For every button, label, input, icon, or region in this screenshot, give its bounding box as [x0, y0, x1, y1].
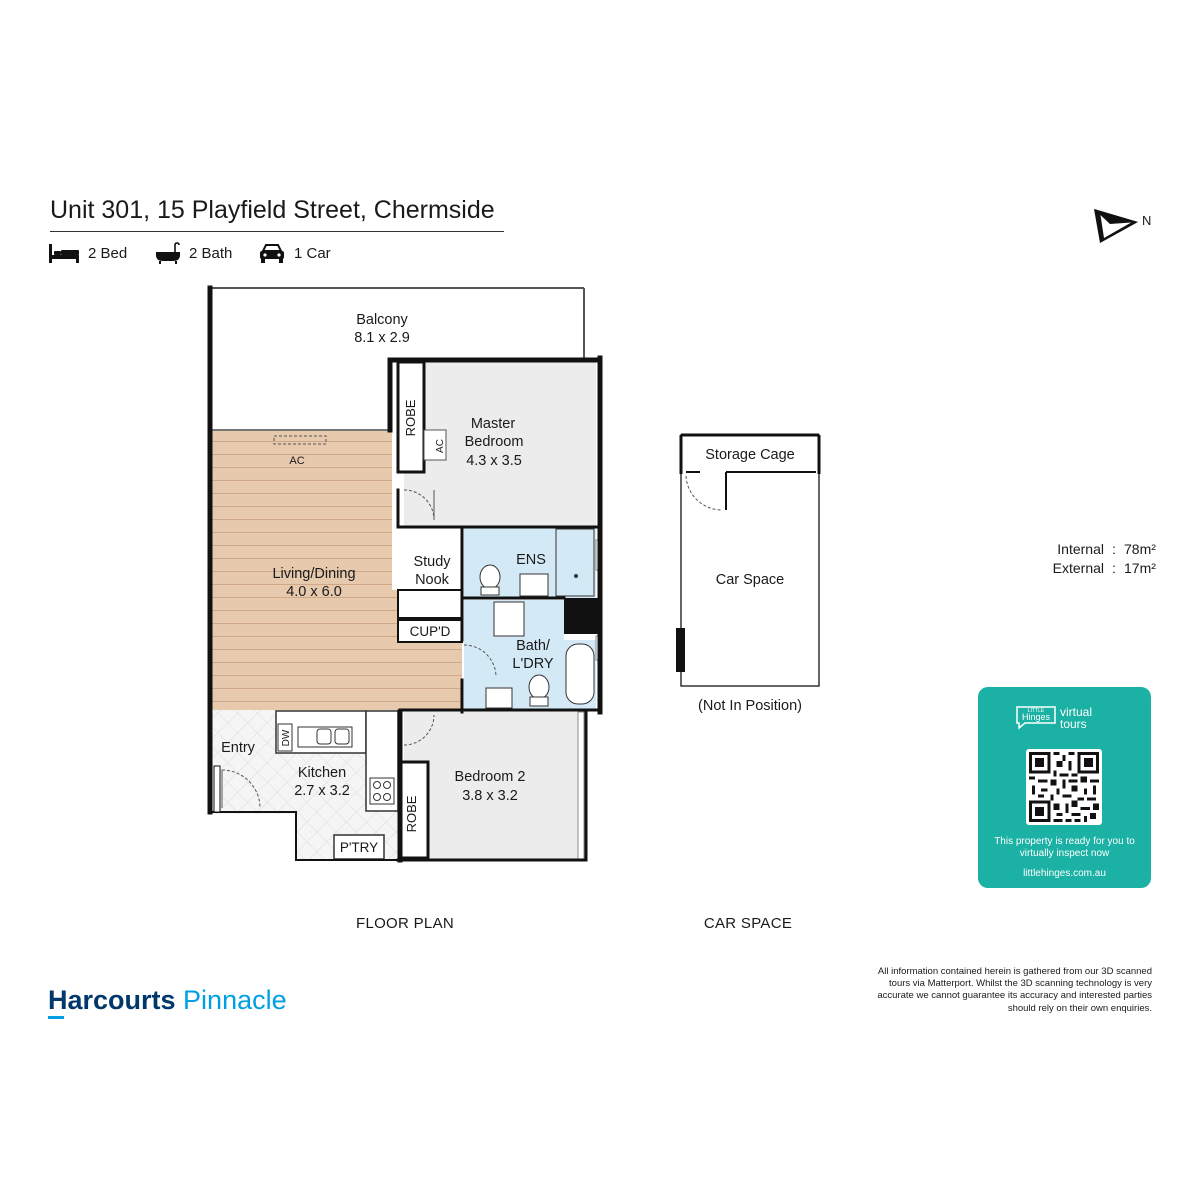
entry-label: Entry	[221, 740, 256, 756]
dishwasher-label: DW	[281, 729, 292, 746]
bedroom-2-room	[398, 710, 585, 861]
master-ac-label: AC	[435, 439, 446, 453]
virtual-tour-message: This property is ready for you to virtua…	[994, 836, 1135, 859]
area-summary: Internal : 78m² External : 17m²	[1040, 540, 1156, 578]
not-in-position-label: (Not In Position)	[698, 698, 802, 714]
bed-icon	[49, 244, 79, 263]
svg-text:tours: tours	[1060, 717, 1087, 731]
bedroom-2-label: Bedroom 2	[455, 769, 526, 785]
kitchen-room	[212, 710, 399, 860]
svg-text:Hinges: Hinges	[1021, 712, 1050, 722]
area-internal-label: Internal	[1057, 541, 1104, 557]
svg-text:virtual: virtual	[1060, 705, 1092, 719]
agency-logo: Harcourts Pinnacle	[48, 985, 287, 1016]
living-dining-label: Living/Dining	[272, 566, 355, 582]
bath-label-2: L'DRY	[512, 656, 554, 672]
door-swings	[221, 489, 497, 809]
qr-code[interactable]	[1026, 749, 1102, 825]
disclaimer-text: All information contained herein is gath…	[877, 966, 1152, 1014]
car-space-caption: CAR SPACE	[704, 915, 792, 932]
title-divider	[50, 231, 504, 232]
virtual-tour-url[interactable]: littlehinges.com.au	[1023, 868, 1106, 879]
cupboard-label: CUP'D	[410, 624, 451, 639]
master-bedroom-size: 4.3 x 3.5	[466, 453, 522, 469]
area-internal-row: Internal : 78m²	[1040, 540, 1156, 559]
balcony-label: Balcony	[356, 312, 408, 328]
agency-logo-accent	[48, 1016, 64, 1019]
feature-bath: 2 Bath	[155, 240, 232, 266]
feature-bath-label: 2 Bath	[189, 244, 233, 262]
floor-plan-caption: FLOOR PLAN	[356, 915, 454, 932]
storage-cage-label: Storage Cage	[705, 447, 794, 463]
bath-laundry-room	[464, 598, 603, 710]
study-nook-area	[397, 589, 463, 643]
little-hinges-logo: LITTLE Hinges virtual tours	[978, 701, 1151, 733]
kitchen-label: Kitchen	[298, 765, 346, 781]
little-hinges-logo-icon: LITTLE Hinges virtual tours	[1015, 705, 1092, 731]
master-bedroom-label-1: Master	[471, 416, 515, 432]
kitchen-size: 2.7 x 3.2	[294, 783, 350, 799]
property-title: Unit 301, 15 Playfield Street, Chermside	[50, 196, 495, 224]
bedroom-2-robe-label: ROBE	[404, 795, 419, 832]
agency-name-bold: Harcourts	[48, 985, 176, 1015]
study-label-2: Nook	[415, 572, 450, 588]
area-external-value: 17m²	[1124, 560, 1156, 576]
feature-bed-label: 2 Bed	[88, 244, 128, 262]
ensuite-room	[464, 526, 603, 598]
car-space-area	[676, 433, 821, 687]
master-robe-label: ROBE	[403, 399, 418, 436]
svg-text:LITTLE: LITTLE	[1027, 708, 1044, 714]
agency-name-light: Pinnacle	[175, 985, 287, 1015]
compass-north-icon	[1094, 209, 1138, 243]
study-label-1: Study	[413, 554, 451, 570]
balcony-size: 8.1 x 2.9	[354, 330, 410, 346]
pantry-label: P'TRY	[340, 840, 378, 855]
bedroom-2-size: 3.8 x 3.2	[462, 788, 518, 804]
car-icon	[260, 244, 284, 263]
feature-car-label: 1 Car	[294, 244, 331, 262]
master-bedroom-label-2: Bedroom	[465, 434, 524, 450]
plan-walls	[207, 285, 603, 863]
feature-bed: 2 Bed	[48, 240, 127, 266]
bath-icon	[156, 242, 180, 264]
feature-car: 1 Car	[258, 240, 331, 266]
ensuite-label: ENS	[516, 552, 546, 568]
area-external-row: External : 17m²	[1040, 559, 1156, 578]
virtual-tour-card[interactable]: LITTLE Hinges virtual tours	[978, 687, 1151, 888]
bath-label-1: Bath/	[516, 638, 551, 654]
qr-code-icon	[1029, 752, 1099, 822]
car-space-label: Car Space	[716, 572, 785, 588]
compass-north-label: N	[1142, 213, 1151, 228]
living-ac-label: AC	[289, 455, 304, 467]
area-internal-value: 78m²	[1124, 541, 1156, 557]
living-dining-size: 4.0 x 6.0	[286, 584, 342, 600]
area-external-label: External	[1052, 560, 1104, 576]
